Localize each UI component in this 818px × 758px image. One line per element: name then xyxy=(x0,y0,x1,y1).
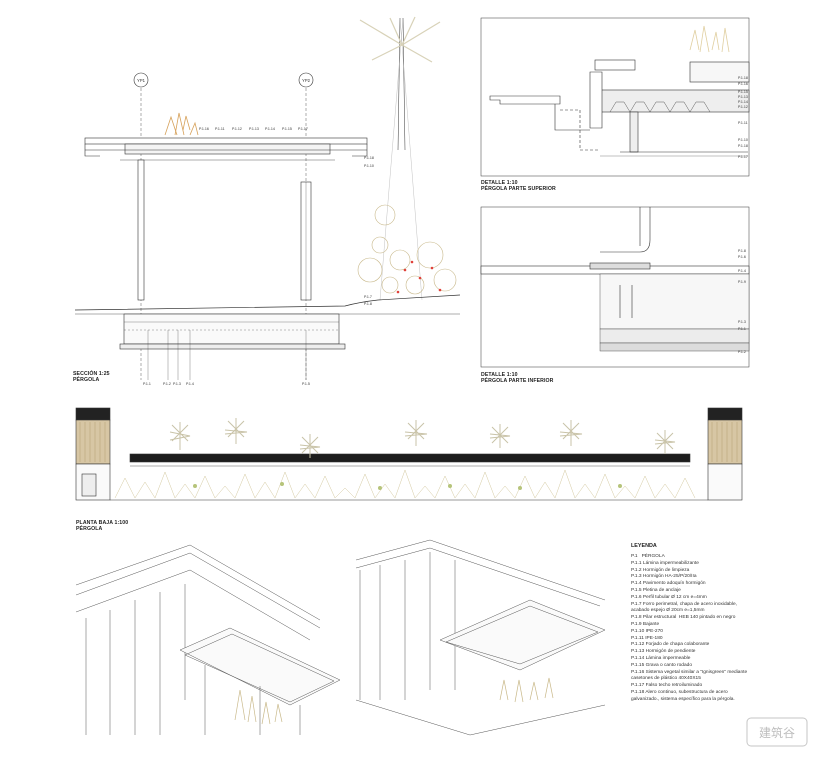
tag: P.1.3 xyxy=(738,320,746,324)
tag: P.1.16 xyxy=(738,82,748,86)
detail-top-tags: P.1.18 P.1.16 P.1.15 P.1.13 P.1.14 P.1.1… xyxy=(738,76,748,159)
tag: P.1.14 xyxy=(738,100,748,104)
legend-item: P.1.4 Pavimento adoquín hormigón xyxy=(631,581,706,587)
tag: P.1.9 xyxy=(738,280,746,284)
caption-line: DETALLE 1:10 xyxy=(481,180,518,186)
tag: P.1.15 xyxy=(282,127,292,131)
tag: P.1.18 xyxy=(738,76,748,80)
tag: P.1.7 xyxy=(364,295,372,299)
tag: P.1.15 xyxy=(738,90,748,94)
tag: P.1.2 xyxy=(738,350,746,354)
detail-top-caption: DETALLE 1:10 PÉRGOLA PARTE SUPERIOR xyxy=(481,180,556,193)
legend-list: P.1 PÉRGOLA P.1.1 Lámina impermeabilizan… xyxy=(631,554,809,704)
caption-line: PÉRGOLA PARTE INFERIOR xyxy=(481,378,554,385)
axis-label-yp2: YP2 xyxy=(302,78,311,83)
legend-item: acabado espejo Ø 20cm e=1,5mm xyxy=(631,608,705,614)
legend-item: P.1.8 Pilar estructural HEB 140 pintado … xyxy=(631,615,736,621)
legend-item: P.1.17 Falso techo retroiluminado xyxy=(631,683,703,689)
legend-item: P.1.12 Forjado de chapa colaborante xyxy=(631,642,710,648)
legend-item: P.1.2 Hormigón de limpieza xyxy=(631,567,690,573)
tag: P.1.17 xyxy=(738,155,748,159)
tag: P.1.18 xyxy=(364,156,374,160)
detail-top-frame xyxy=(480,17,750,177)
tag: P.1.4 xyxy=(738,269,746,273)
tag: P.1.18 xyxy=(738,144,748,148)
watermark-text: 建筑谷 xyxy=(759,725,795,740)
section-bottom-tags: P.1.1 P.1.2 P.1.3 P.1.4 P.1.5 xyxy=(143,382,310,386)
legend-item: P.1.15 Grava o canto rodado xyxy=(631,662,692,668)
section-caption: SECCIÓN 1:25 PÉRGOLA xyxy=(73,371,110,384)
tag: P.1.10 xyxy=(364,164,374,168)
legend-item: P.1.1 Lámina impermeabilizante xyxy=(631,560,699,566)
watermark-logo: 建筑谷 xyxy=(746,717,808,747)
caption-line: DETALLE 1:10 xyxy=(481,372,518,378)
tag: P.1.1 xyxy=(143,382,151,386)
tag: P.1.6 xyxy=(738,255,746,259)
tag: P.1.3 xyxy=(173,382,181,386)
caption-line: PÉRGOLA xyxy=(76,526,103,533)
caption-line: PÉRGOLA PARTE SUPERIOR xyxy=(481,186,556,193)
legend-item: P.1.6 Perfil tubular Ø 12 cm e=4mm xyxy=(631,594,707,600)
section-top-tags: P.1.16 P.1.11 P.1.12 P.1.13 P.1.14 P.1.1… xyxy=(199,127,308,131)
legend-item: galvanizado., sistema específico para la… xyxy=(631,696,735,702)
caption-line: SECCIÓN 1:25 xyxy=(73,371,110,377)
section-drawing xyxy=(74,16,461,380)
tag: P.1.16 xyxy=(199,127,209,131)
axis-label-yp1: YP1 xyxy=(137,78,146,83)
tag: P.1.14 xyxy=(265,127,275,131)
legend-item: P.1.14 Lámina impermeable xyxy=(631,655,691,661)
legend-item: P.1.13 Hormigón de pendiente xyxy=(631,649,696,655)
legend-title: LEYENDA xyxy=(631,543,657,549)
tag: P.1.11 xyxy=(215,127,225,131)
detail-bottom-caption: DETALLE 1:10 PÉRGOLA PARTE INFERIOR xyxy=(481,372,554,385)
tag: P.1.17 xyxy=(298,127,308,131)
section-right-tags: P.1.18 P.1.10 P.1.7 P.1.8 xyxy=(364,156,374,306)
tag: P.1.13 xyxy=(249,127,259,131)
tag: P.1.11 xyxy=(738,121,748,125)
tag: P.1.13 xyxy=(738,95,748,99)
legend-item: P.1.9 Bajante xyxy=(631,621,660,627)
caption-line: PLANTA BAJA 1:100 xyxy=(76,520,129,526)
axonometric-right xyxy=(355,539,606,736)
legend-item: P.1.3 Hormigón HA-25/P/20/IIa xyxy=(631,574,697,580)
legend-item: P.1.5 Pletina de anclaje xyxy=(631,587,681,593)
caption-line: PÉRGOLA xyxy=(73,377,100,384)
tag: P.1.2 xyxy=(163,382,171,386)
legend: LEYENDA P.1 PÉRGOLA P.1.1 Lámina imperme… xyxy=(631,543,809,704)
tag: P.1.12 xyxy=(232,127,242,131)
legend-item: P.1.16 Sistema vegetal similar a "Ignisg… xyxy=(631,669,748,675)
plan-caption: PLANTA BAJA 1:100 PÉRGOLA xyxy=(76,520,128,533)
legend-item: P.1.7 Forro perimetral, chapa de acero i… xyxy=(631,601,738,607)
tag: P.1.4 xyxy=(186,382,194,386)
legend-item: P.1.18 Alero continuo, subestructura de … xyxy=(631,689,728,695)
legend-item: P.1.11 IPE-180 xyxy=(631,635,663,641)
tag: P.1.8 xyxy=(364,302,372,306)
tag: P.1.8 xyxy=(738,249,746,253)
tag: P.1.5 xyxy=(302,382,310,386)
legend-item: casetones de plástico 40X40X15 xyxy=(631,676,701,682)
detail-bottom-frame xyxy=(480,206,750,368)
tag: P.1.10 xyxy=(738,138,748,142)
legend-item: P.1.10 IPE-270 xyxy=(631,628,663,634)
plan-elevation xyxy=(75,407,743,501)
legend-item: P.1 PÉRGOLA xyxy=(631,554,665,559)
tag: P.1.1 xyxy=(738,327,746,331)
axonometric-left xyxy=(75,544,341,735)
detail-bottom-tags: P.1.8 P.1.6 P.1.4 P.1.9 P.1.3 P.1.1 P.1.… xyxy=(738,249,746,354)
tag: P.1.12 xyxy=(738,105,748,109)
